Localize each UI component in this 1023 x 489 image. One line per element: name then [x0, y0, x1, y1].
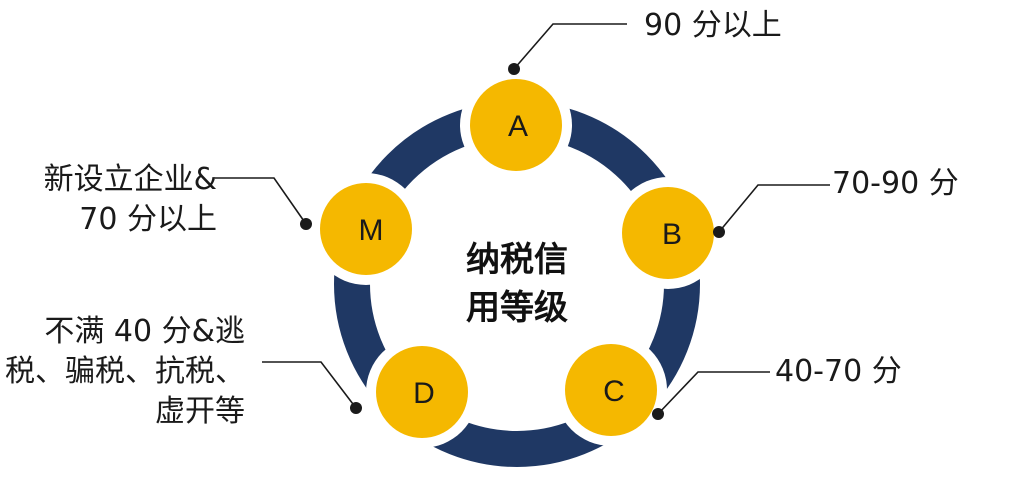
label-b-line-1: 70-90 分	[832, 166, 959, 201]
svg-text:B: B	[662, 218, 682, 251]
leader-c	[657, 371, 770, 415]
label-m-line-2: 70 分以上	[79, 202, 217, 237]
leader-dots	[300, 63, 725, 420]
dot-a	[508, 63, 520, 75]
svg-text:A: A	[508, 110, 528, 143]
node-m: M	[320, 183, 412, 275]
node-c: C	[565, 344, 657, 436]
label-c: 40-70 分	[775, 352, 902, 392]
label-m-line-1: 新设立企业&	[43, 162, 217, 197]
label-d-line-3: 虚开等	[155, 394, 245, 429]
dot-b	[713, 226, 725, 238]
center-title-line-1: 纳税信	[466, 240, 568, 280]
label-d-line-1: 不满 40 分&逃	[44, 314, 245, 349]
svg-text:M: M	[359, 214, 384, 247]
label-c-line-1: 40-70 分	[775, 354, 902, 389]
dot-m	[300, 218, 312, 230]
svg-text:D: D	[413, 377, 435, 410]
leader-d	[262, 361, 357, 409]
label-a-line-1: 90 分以上	[644, 8, 782, 43]
leader-m	[215, 177, 307, 225]
leader-lines	[215, 23, 830, 415]
node-a: A	[470, 79, 562, 171]
label-m: 新设立企业& 70 分以上	[44, 160, 217, 240]
dot-c	[652, 408, 664, 420]
node-d: D	[376, 346, 468, 438]
center-title-line-2: 用等级	[466, 288, 568, 328]
label-d: 不满 40 分&逃 税、骗税、抗税、 虚开等	[5, 312, 245, 432]
dot-d	[350, 402, 362, 414]
svg-text:C: C	[603, 375, 625, 408]
label-b: 70-90 分	[832, 164, 959, 204]
leader-a	[513, 23, 627, 70]
label-a: 90 分以上	[644, 6, 782, 46]
center-title: 纳税信 用等级	[437, 236, 597, 332]
leader-b	[718, 184, 830, 233]
node-b: B	[622, 187, 714, 279]
label-d-line-2: 税、骗税、抗税、	[5, 354, 245, 389]
